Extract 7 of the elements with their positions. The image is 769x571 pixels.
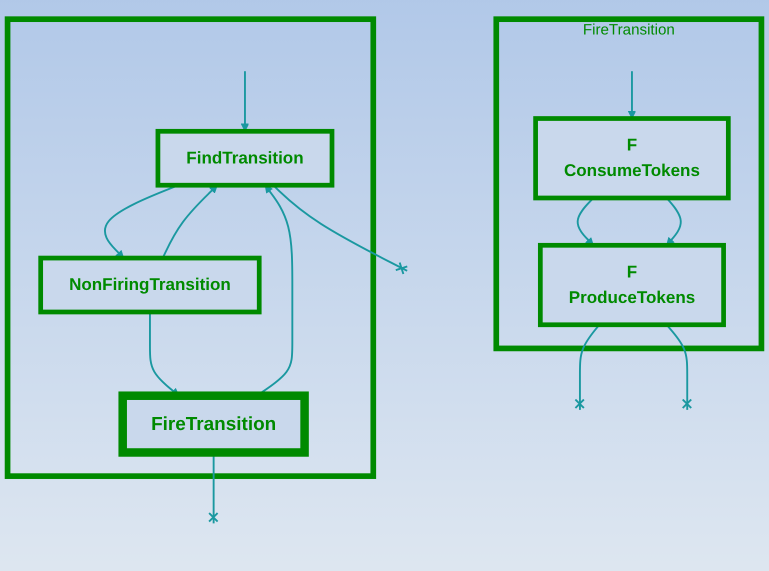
cluster — [4, 16, 376, 479]
node-box: NonFiringTransition — [38, 256, 262, 314]
node-box: F ConsumeTokens — [533, 116, 731, 200]
node-box: FindTransition — [156, 128, 334, 188]
node-box: F ProduceTokens — [538, 242, 726, 328]
node-box: FireTransition — [118, 391, 309, 457]
arrow — [628, 71, 636, 119]
